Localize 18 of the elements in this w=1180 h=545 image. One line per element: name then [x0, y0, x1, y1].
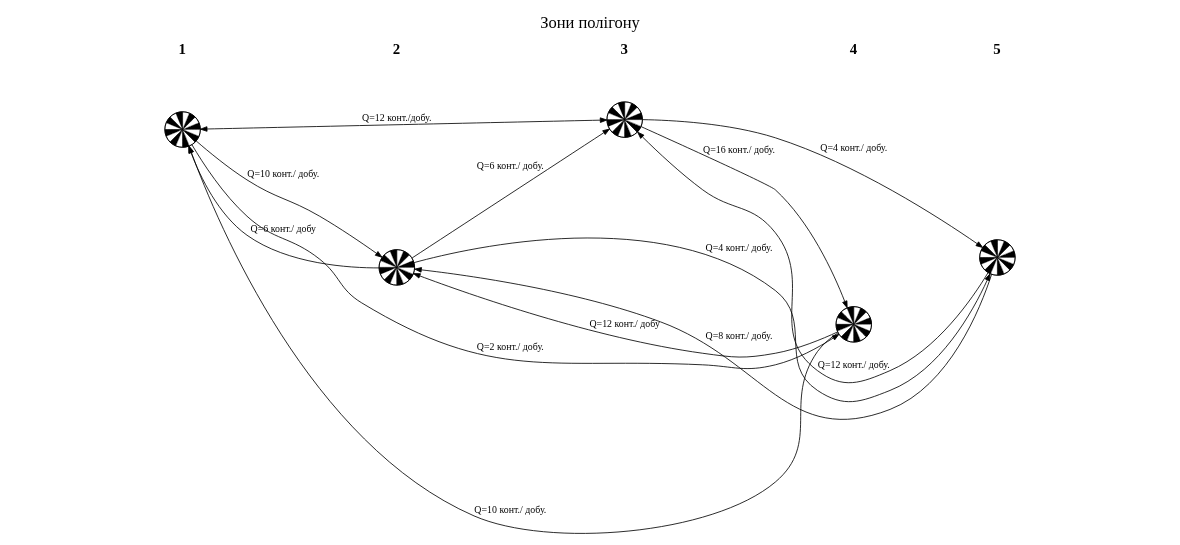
label: 5 — [993, 40, 1001, 57]
edge-label: Q=6 конт./ добу — [250, 223, 317, 235]
edge-label: Q=12 конт./ добу. — [817, 358, 890, 370]
label: 3 — [620, 40, 628, 57]
edge-label: Q=4 конт./ добу. — [705, 241, 773, 253]
edge-label: Q=10 конт./ добу. — [247, 168, 320, 180]
edge-label: Q=12 конт./добу. — [362, 111, 432, 123]
edge-label: Q=2 конт./ добу. — [476, 340, 544, 352]
edge-label: Q=12 конт./ добу — [589, 317, 660, 329]
label: 4 — [849, 40, 858, 57]
edge-label: Q=16 конт./ добу. — [703, 144, 775, 156]
diagram-title: Зони полігону — [540, 12, 640, 32]
label: 2 — [392, 40, 401, 57]
edge-label: Q=6 конт./ добу. — [476, 159, 544, 171]
edge-label: Q=4 конт./ добу. — [820, 141, 888, 153]
edge-label: Q=10 конт./ добу. — [474, 504, 547, 516]
edge-label: Q=8 конт./ добу. — [705, 329, 773, 341]
label: 1 — [178, 40, 186, 57]
